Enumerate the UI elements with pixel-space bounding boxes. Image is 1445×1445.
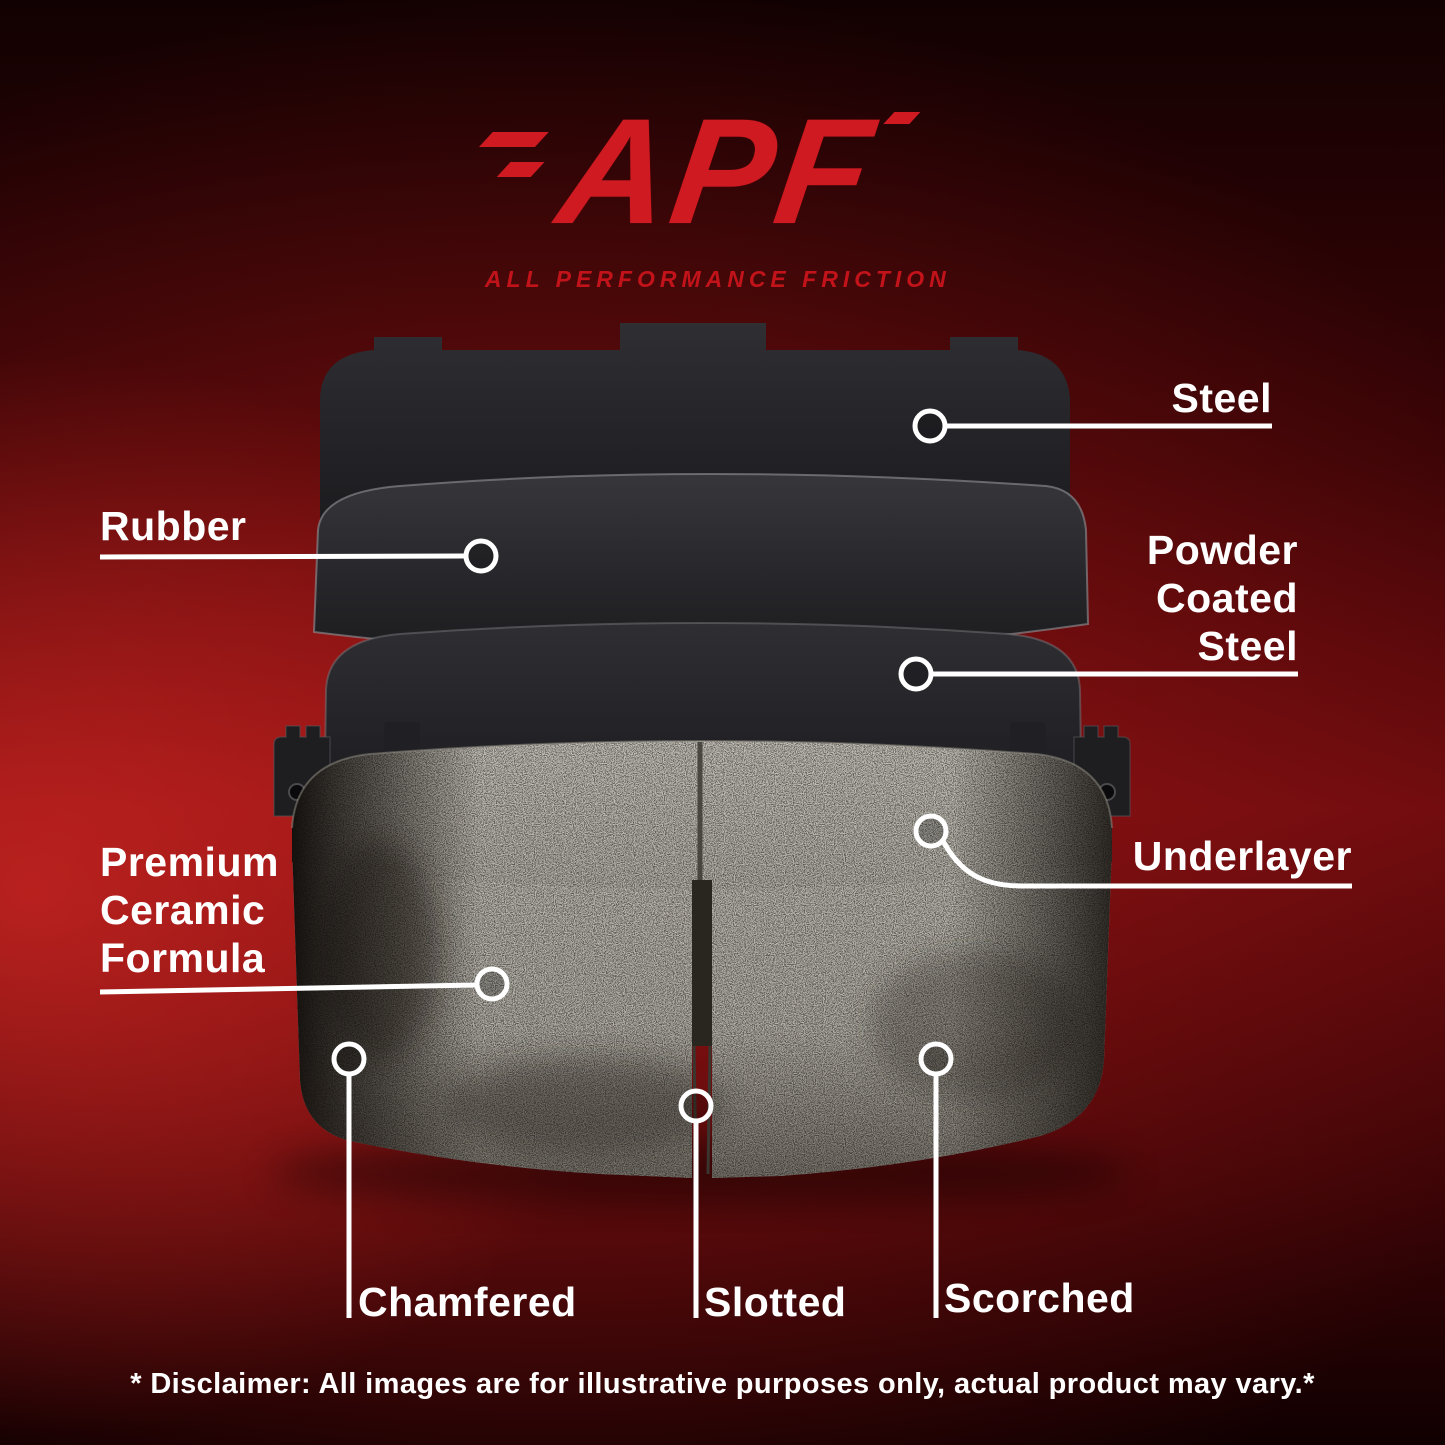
callout-overlay [99,408,1352,1318]
steel-label: Steel [1171,375,1272,421]
chamfered-label: Chamfered [358,1279,577,1325]
steel-callout-dot [912,408,948,444]
slotted-callout-dot [678,1088,714,1124]
slotted-label: Slotted [704,1279,847,1325]
powder-label-line-3: Steel [1197,623,1298,669]
premium-ceramic-formula-label: Premium Ceramic Formula [100,838,279,982]
premium-callout-dot [474,966,510,1002]
premium-leader-line [99,982,478,995]
powder-label-line-2: Coated [1156,575,1298,621]
pad-slot-shadow [692,880,712,1046]
rubber-label: Rubber [100,503,247,549]
premium-label-line-3: Formula [100,935,266,981]
premium-label-line-1: Premium [100,839,279,885]
scorched-callout-dot [918,1041,954,1077]
pad-top-outline [291,740,1113,829]
powder-callout-dot [898,656,934,692]
premium-label-line-2: Ceramic [100,887,266,933]
powder-label-line-1: Powder [1146,527,1298,573]
logo-tagline: ALL PERFORMANCE FRICTION [484,266,951,292]
scorched-label: Scorched [944,1275,1135,1321]
underlayer-leader-line [940,839,1352,889]
rubber-callout-dot [463,538,499,574]
underlayer-label: Underlayer [1132,833,1352,879]
underlayer-callout-dot [913,813,949,849]
powder-coated-steel-label: Powder Coated Steel [1147,526,1298,670]
disclaimer-text: * Disclaimer: All images are for illustr… [130,1368,1315,1400]
brand-logo: APF ALL PERFORMANCE FRICTION [479,87,951,293]
chamfered-callout-dot [331,1041,367,1077]
rubber-leader-line [99,553,467,560]
